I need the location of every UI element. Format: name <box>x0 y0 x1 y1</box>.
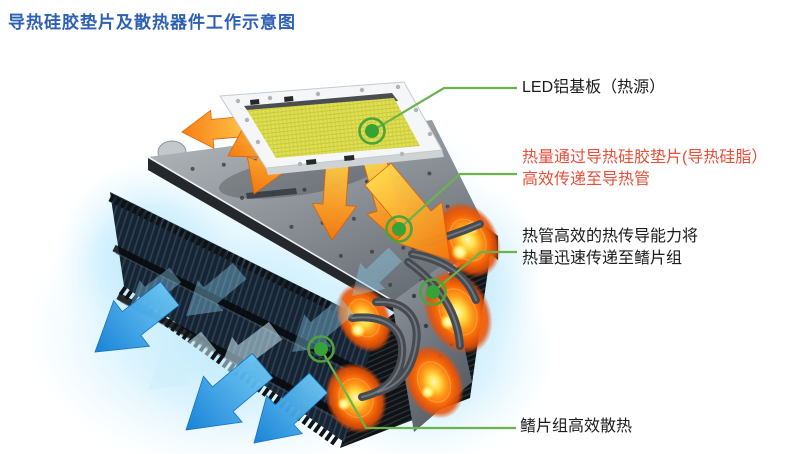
heatpipe-hotspot-glows <box>325 202 501 434</box>
label-fin-stack: 鳍片组高效散热 <box>520 416 632 438</box>
label-led-line: LED铝基板（热源） <box>522 79 666 96</box>
marker-thermal-pad <box>385 215 413 243</box>
label-pad-line1: 热量通过导热硅胶垫片(导热硅脂） <box>522 149 768 166</box>
connector-lines <box>320 86 517 430</box>
marker-heat-pipes <box>419 278 447 306</box>
label-heat-pipes: 热管高效的热传导能力将 热量迅速传递至鳍片组 <box>522 226 698 270</box>
connector-line-fins <box>320 348 516 430</box>
marker-fin-stack <box>307 335 335 363</box>
label-fins-line: 鳍片组高效散热 <box>520 418 633 435</box>
connector-line-led <box>371 86 517 132</box>
page-title: 导热硅胶垫片及散热器件工作示意图 <box>8 13 296 32</box>
connector-line-pipes <box>432 250 517 293</box>
label-led-source: LED铝基板（热源） <box>522 77 665 99</box>
airflow-arrows <box>94 247 402 444</box>
label-pipes-line2: 热量迅速传递至鳍片组 <box>522 250 683 267</box>
label-pad-line2: 高效传递至导热管 <box>522 171 651 188</box>
label-pipes-line1: 热管高效的热传导能力将 <box>522 228 699 245</box>
label-thermal-pad: 热量通过导热硅胶垫片(导热硅脂） 高效传递至导热管 <box>522 147 767 191</box>
marker-led-source <box>358 117 386 145</box>
connector-line-pad <box>398 172 517 230</box>
